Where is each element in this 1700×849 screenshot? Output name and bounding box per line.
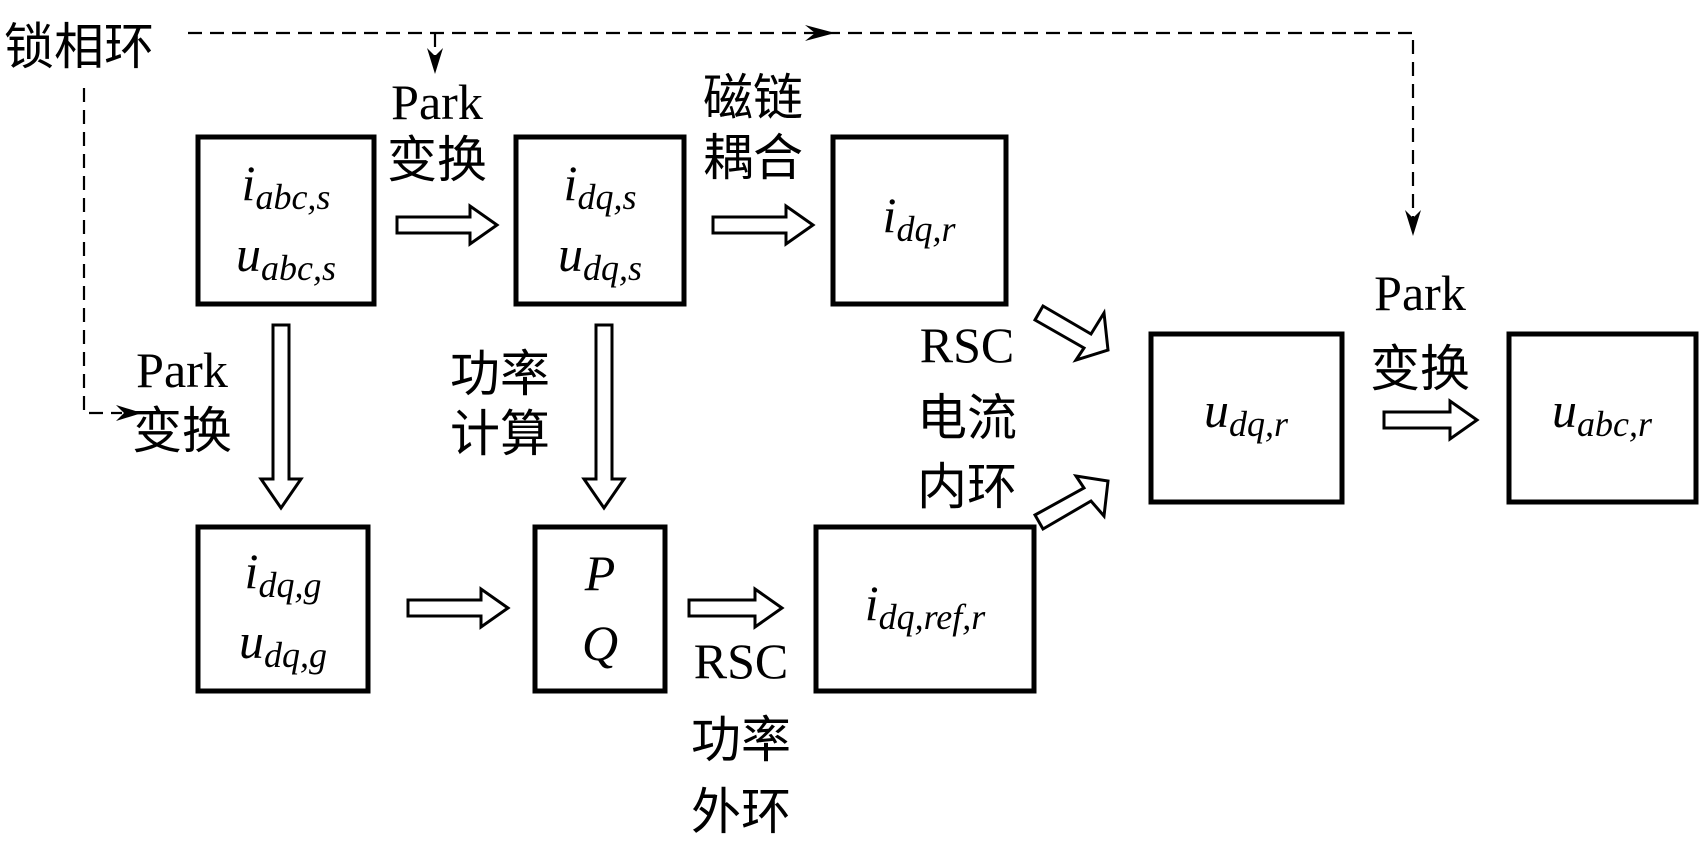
box-rotor-current-dq xyxy=(830,134,1009,307)
box-stator-abc xyxy=(195,134,377,307)
pll-dashed-lines xyxy=(82,25,1421,421)
rsc-current-label-line3: 内环 xyxy=(917,458,1017,516)
rsc-power-label-line2: 功率 xyxy=(691,711,791,769)
pll-mid-arrowhead xyxy=(805,25,835,41)
arrow-grid-to-pq xyxy=(406,586,511,630)
transform-label-right: 变换 xyxy=(1370,340,1470,398)
label-u-dq-g: udq,g xyxy=(239,613,327,675)
arrow-park-down xyxy=(258,323,304,511)
label-p: P xyxy=(584,545,616,601)
flux-label-line2: 耦合 xyxy=(703,129,803,187)
label-i-dq-s: idq,s xyxy=(564,155,637,217)
power-calc-label-line1: 功率 xyxy=(450,345,550,403)
label-u-abc-r: uabc,r xyxy=(1552,382,1653,444)
park-label-right: Park xyxy=(1374,265,1466,321)
label-i-dq-g: idq,g xyxy=(245,543,322,605)
pll-left-arrowhead xyxy=(116,405,142,421)
label-i-abc-s: iabc,s xyxy=(242,155,331,217)
rsc-power-label-line3: 外环 xyxy=(691,783,791,841)
rsc-current-label-line2: 电流 xyxy=(917,389,1017,447)
power-calc-label-line2: 计算 xyxy=(450,405,550,463)
transform-label-left: 变换 xyxy=(132,402,232,460)
box-rotor-voltage-dq xyxy=(1148,331,1345,505)
transform-label-top: 变换 xyxy=(387,131,487,189)
label-u-dq-r: udq,r xyxy=(1204,382,1289,444)
label-u-abc-s: uabc,s xyxy=(236,226,336,288)
pll-top-line xyxy=(188,31,1415,222)
pll-park-arrowhead xyxy=(427,48,443,74)
label-i-dq-ref-r: idq,ref,r xyxy=(865,575,987,637)
label-u-dq-s: udq,s xyxy=(558,226,642,288)
park-label-top: Park xyxy=(391,74,483,130)
arrow-pq-to-ref xyxy=(687,586,785,630)
box-rotor-voltage-abc xyxy=(1506,331,1699,505)
label-q: Q xyxy=(582,615,618,671)
park-label-left: Park xyxy=(136,342,228,398)
pll-left-line xyxy=(82,88,122,415)
pll-label: 锁相环 xyxy=(4,18,154,76)
arrow-rotor-current-in xyxy=(1032,303,1110,363)
arrow-current-ref-in xyxy=(1032,473,1110,532)
box-grid-dq xyxy=(195,524,371,694)
rsc-power-label-line1: RSC xyxy=(694,633,789,689)
label-i-dq-r: idq,r xyxy=(883,187,957,249)
box-stator-dq xyxy=(513,134,687,307)
arrow-park-rotor xyxy=(1382,398,1480,442)
rsc-current-label-line1: RSC xyxy=(920,317,1015,373)
arrow-park-stator xyxy=(395,203,500,247)
arrow-flux-coupling xyxy=(711,203,816,247)
box-current-reference xyxy=(813,524,1037,694)
box-power-pq xyxy=(532,524,668,694)
flux-label-line1: 磁链 xyxy=(703,69,803,127)
pll-right-arrowhead xyxy=(1405,210,1421,236)
arrow-power-calc-down xyxy=(581,323,627,511)
